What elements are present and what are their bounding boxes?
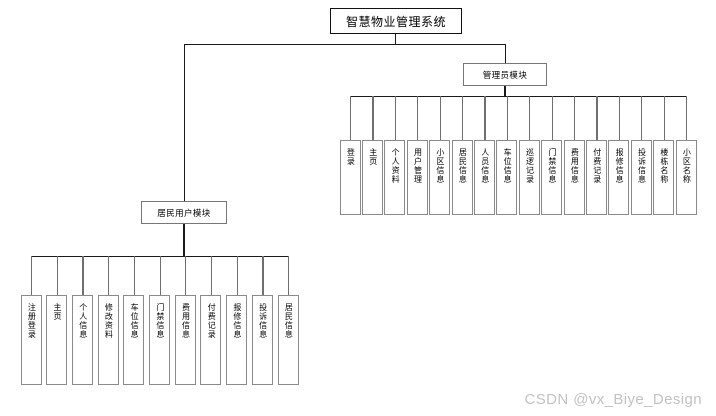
admin-leaf-node-11[interactable]: 付费记录 bbox=[585, 140, 607, 215]
connector-admin-leaf-12 bbox=[618, 96, 621, 140]
admin-leaf-node-label: 人员信息 bbox=[480, 148, 490, 184]
admin-leaf-node-label: 楼栋名称 bbox=[659, 148, 669, 184]
resident-leaf-node-label: 居民信息 bbox=[284, 303, 294, 339]
resident-leaf-node-8[interactable]: 报修信息 bbox=[226, 295, 248, 385]
connector-resident-stem bbox=[183, 224, 186, 256]
connector-resident-leaf-0 bbox=[31, 256, 33, 295]
resident-leaf-node-2[interactable]: 个人信息 bbox=[71, 295, 93, 385]
connector-resident-leaf-8 bbox=[236, 256, 238, 295]
connector-admin-leaf-5 bbox=[462, 96, 464, 140]
admin-leaf-node-label: 付费记录 bbox=[592, 148, 602, 184]
admin-leaf-node-10[interactable]: 费用信息 bbox=[563, 140, 585, 215]
admin-leaf-node-15[interactable]: 小区名称 bbox=[675, 140, 697, 215]
admin-leaf-node-9[interactable]: 门禁信息 bbox=[541, 140, 563, 215]
connector-to-admin-module bbox=[505, 44, 507, 66]
connector-resident-leaf-9 bbox=[262, 256, 264, 295]
resident-leaf-node-0[interactable]: 注册登录 bbox=[20, 295, 42, 385]
admin-leaf-node-label: 登录 bbox=[346, 148, 356, 166]
connector-admin-leaf-4 bbox=[439, 96, 441, 140]
admin-leaf-node-8[interactable]: 巡逻记录 bbox=[518, 140, 540, 215]
admin-leaf-node-label: 门禁信息 bbox=[547, 148, 557, 184]
connector-to-resident-module bbox=[184, 44, 186, 208]
admin-leaf-node-3[interactable]: 用户管理 bbox=[406, 140, 428, 215]
connector-admin-leaf-2 bbox=[394, 96, 397, 140]
resident-leaf-node-label: 注册登录 bbox=[27, 303, 37, 339]
admin-leaf-node-label: 小区名称 bbox=[682, 148, 692, 184]
connector-admin-leaf-10 bbox=[574, 96, 576, 140]
connector-resident-leaf-6 bbox=[185, 256, 187, 295]
connector-admin-leaf-13 bbox=[641, 96, 643, 140]
connector-admin-leaf-0 bbox=[350, 96, 352, 140]
root-node-label: 智慧物业管理系统 bbox=[345, 14, 446, 29]
admin-leaf-node-label: 用户管理 bbox=[413, 148, 423, 184]
resident-leaf-node-label: 车位信息 bbox=[130, 303, 140, 339]
admin-leaf-node-7[interactable]: 车位信息 bbox=[496, 140, 518, 215]
admin-leaf-node-label: 巡逻记录 bbox=[525, 148, 535, 184]
admin-leaf-node-0[interactable]: 登录 bbox=[339, 140, 361, 215]
resident-module-node[interactable]: 居民用户模块 bbox=[141, 201, 227, 224]
admin-module-node[interactable]: 管理员模块 bbox=[463, 63, 547, 86]
resident-leaf-node-4[interactable]: 车位信息 bbox=[123, 295, 145, 385]
admin-leaf-node-14[interactable]: 楼栋名称 bbox=[653, 140, 675, 215]
connector-admin-stem bbox=[504, 86, 507, 97]
admin-leaf-node-label: 费用信息 bbox=[570, 148, 580, 184]
admin-leaf-node-1[interactable]: 主页 bbox=[361, 140, 383, 215]
admin-leaf-node-label: 投诉信息 bbox=[637, 148, 647, 184]
resident-leaf-node-10[interactable]: 居民信息 bbox=[277, 295, 299, 385]
connector-root-stem bbox=[395, 34, 397, 45]
resident-leaf-node-label: 个人信息 bbox=[78, 303, 88, 339]
connector-admin-leaf-3 bbox=[417, 96, 419, 140]
connector-admin-leaf-7 bbox=[506, 96, 509, 140]
connector-resident-leaf-3 bbox=[108, 256, 110, 295]
connector-admin-leaf-8 bbox=[529, 96, 531, 140]
admin-leaf-node-5[interactable]: 居民信息 bbox=[451, 140, 473, 215]
root-node[interactable]: 智慧物业管理系统 bbox=[330, 8, 462, 34]
admin-leaf-node-label: 个人资料 bbox=[391, 148, 401, 184]
connector-admin-leaf-1 bbox=[372, 96, 374, 140]
resident-leaf-node-label: 报修信息 bbox=[232, 303, 242, 339]
admin-leaf-node-6[interactable]: 人员信息 bbox=[473, 140, 495, 215]
connector-resident-leaf-7 bbox=[210, 256, 213, 295]
resident-leaf-node-label: 投诉信息 bbox=[258, 303, 268, 339]
resident-leaf-node-label: 费用信息 bbox=[181, 303, 191, 339]
connector-root-bus bbox=[184, 44, 506, 46]
watermark: CSDN @vx_Biye_Design bbox=[524, 391, 702, 408]
connector-resident-leaf-10 bbox=[288, 256, 290, 295]
connector-admin-bus bbox=[350, 96, 686, 98]
resident-leaf-node-label: 修改资料 bbox=[104, 303, 114, 339]
resident-leaf-node-3[interactable]: 修改资料 bbox=[97, 295, 119, 385]
resident-leaf-node-9[interactable]: 投诉信息 bbox=[251, 295, 273, 385]
resident-leaf-node-7[interactable]: 付费记录 bbox=[200, 295, 222, 385]
resident-leaf-node-6[interactable]: 费用信息 bbox=[174, 295, 196, 385]
admin-module-label: 管理员模块 bbox=[482, 70, 528, 81]
resident-leaf-node-1[interactable]: 主页 bbox=[46, 295, 68, 385]
resident-leaf-node-label: 付费记录 bbox=[207, 303, 217, 339]
connector-admin-leaf-15 bbox=[686, 96, 688, 140]
admin-leaf-node-13[interactable]: 投诉信息 bbox=[630, 140, 652, 215]
admin-leaf-node-label: 居民信息 bbox=[458, 148, 468, 184]
connector-resident-leaf-1 bbox=[56, 256, 58, 295]
connector-admin-leaf-11 bbox=[596, 96, 598, 140]
admin-leaf-node-label: 车位信息 bbox=[503, 148, 513, 184]
admin-leaf-node-4[interactable]: 小区信息 bbox=[429, 140, 451, 215]
connector-resident-leaf-5 bbox=[159, 256, 161, 295]
connector-admin-leaf-9 bbox=[551, 96, 553, 140]
connector-admin-leaf-6 bbox=[484, 96, 486, 140]
connector-resident-leaf-2 bbox=[82, 256, 84, 295]
resident-leaf-node-label: 主页 bbox=[53, 303, 62, 321]
admin-leaf-node-label: 报修信息 bbox=[615, 148, 625, 184]
connector-admin-leaf-14 bbox=[663, 96, 665, 140]
resident-leaf-node-5[interactable]: 门禁信息 bbox=[149, 295, 170, 385]
admin-leaf-node-label: 小区信息 bbox=[435, 148, 445, 184]
resident-module-label: 居民用户模块 bbox=[157, 208, 211, 219]
connector-resident-leaf-4 bbox=[133, 256, 136, 295]
admin-leaf-node-12[interactable]: 报修信息 bbox=[608, 140, 630, 215]
admin-leaf-node-label: 主页 bbox=[368, 148, 378, 166]
resident-leaf-node-label: 门禁信息 bbox=[155, 303, 165, 339]
admin-leaf-node-2[interactable]: 个人资料 bbox=[384, 140, 406, 215]
